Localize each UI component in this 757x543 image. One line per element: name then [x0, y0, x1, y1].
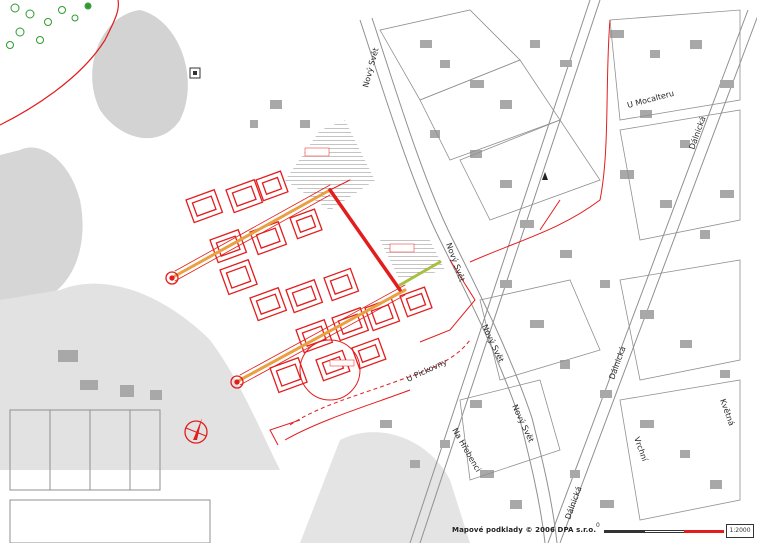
hatched-area	[285, 120, 375, 210]
terrain-area	[0, 147, 83, 310]
terrain-area	[300, 432, 470, 543]
north-arrow-icon[interactable]	[184, 418, 208, 444]
scale-segment	[684, 530, 724, 533]
plan-annotation	[304, 147, 415, 367]
boundary-arc	[0, 0, 120, 126]
scale-label: 0	[596, 522, 600, 529]
scale-segment	[604, 530, 644, 533]
parcel-outline	[9, 409, 211, 543]
cul-de-sac	[165, 271, 244, 389]
plan-boundary	[269, 19, 611, 446]
scale-segment	[644, 530, 686, 533]
map-marker-icon	[542, 172, 548, 180]
parking-icon	[189, 67, 201, 79]
street	[359, 17, 558, 543]
building-block	[250, 30, 734, 509]
planned-road	[173, 179, 442, 386]
terrain-area	[92, 10, 188, 139]
terrain-area	[0, 283, 280, 470]
copyright-text: Mapové podklady © 2006 DPA s.r.o.	[452, 526, 597, 534]
building-block	[58, 350, 162, 400]
tree-icon	[85, 3, 91, 9]
scale-ratio-box: 1:2000	[726, 524, 754, 538]
street	[409, 0, 757, 543]
parcel-outline	[379, 9, 741, 521]
tree-icon	[6, 2, 92, 49]
scale-bar: 0 1:2000	[596, 522, 754, 538]
